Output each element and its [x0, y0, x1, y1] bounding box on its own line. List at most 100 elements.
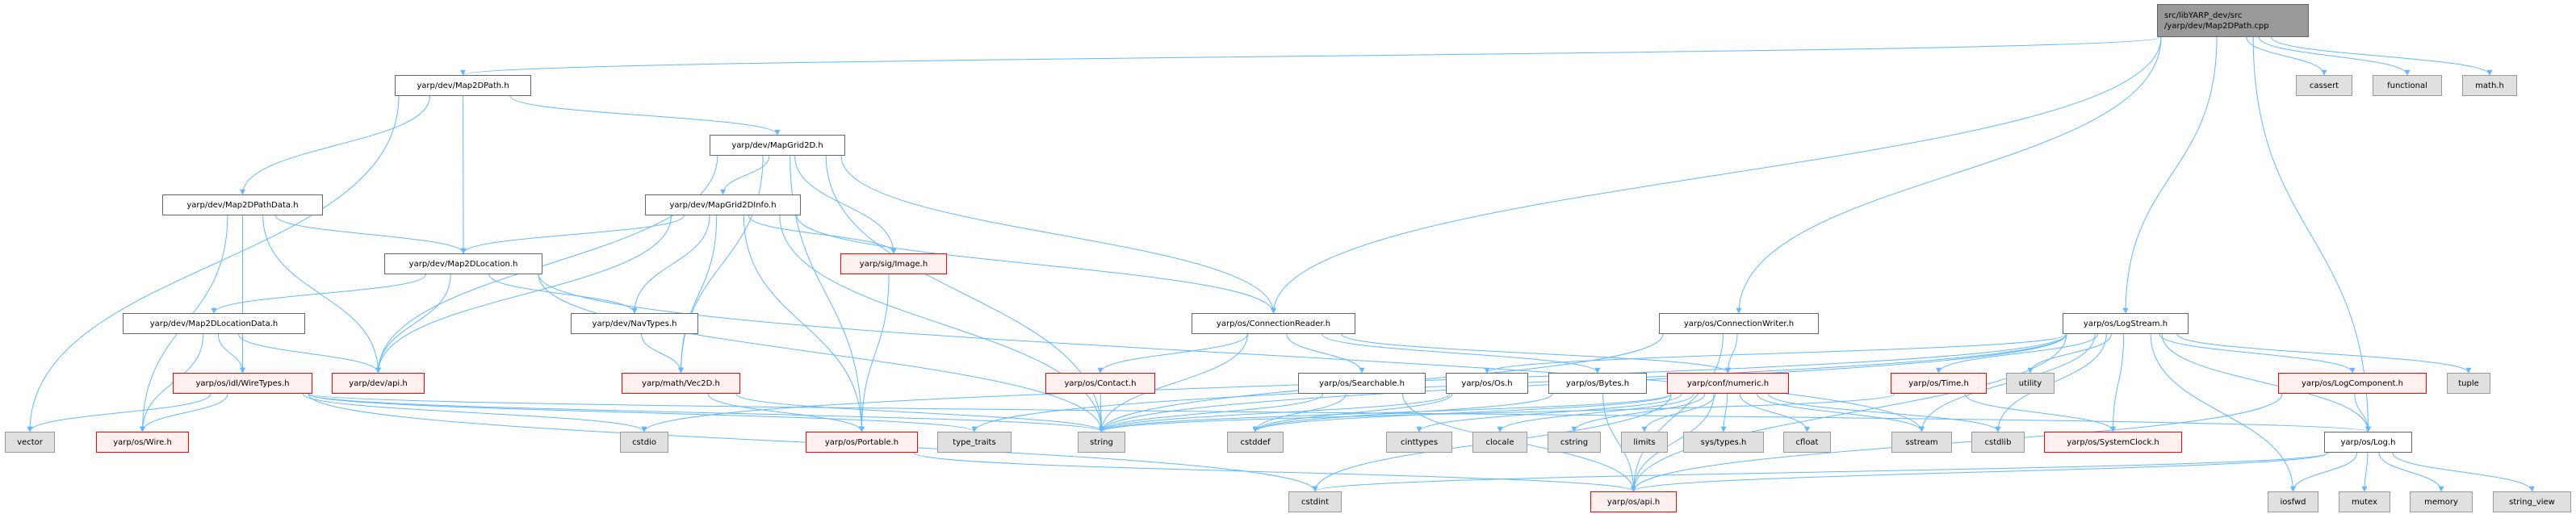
- edge-root-to-log-h: [2252, 36, 2371, 433]
- edge-root-to-connectionwriter-h: [1736, 36, 2162, 314]
- edge-connectionreader-h-to-string: [1099, 333, 1249, 433]
- node-cinttypes: cinttypes: [1386, 432, 1452, 453]
- edge-numeric-h-to-cstdlib: [1768, 393, 2001, 433]
- node-wire-h[interactable]: yarp/os/Wire.h: [96, 432, 189, 453]
- edge-root-to-functional: [2258, 36, 2411, 76]
- node-searchable-h[interactable]: yarp/os/Searchable.h: [1298, 373, 1426, 394]
- node-mapgrid2d-h[interactable]: yarp/dev/MapGrid2D.h: [710, 135, 845, 156]
- node-vec2d-h[interactable]: yarp/math/Vec2D.h: [622, 373, 740, 394]
- node-type-traits: type_traits: [937, 432, 1012, 453]
- edge-numeric-h-to-cfloat: [1739, 393, 1810, 433]
- edge-root-to-cassert: [2246, 36, 2327, 76]
- edge-logstream-h-to-log-h: [2161, 333, 2371, 433]
- node-log-h[interactable]: yarp/os/Log.h: [2324, 432, 2412, 453]
- edge-map2dpathdata-h-to-map2dlocation-h: [275, 215, 467, 254]
- node-portable-h[interactable]: yarp/os/Portable.h: [806, 432, 918, 453]
- node-mapgrid2dinfo-h[interactable]: yarp/dev/MapGrid2DInfo.h: [645, 194, 801, 215]
- edge-numeric-h-to-clocale: [1497, 393, 1694, 433]
- edge-logstream-h-to-systemclock-h: [2110, 333, 2125, 433]
- edge-numeric-h-to-cstddef: [1252, 393, 1672, 433]
- edge-connectionreader-h-to-numeric-h: [1341, 333, 1731, 374]
- edge-mapgrid2dinfo-h-to-connectionreader-h: [796, 215, 1276, 314]
- edge-log-h-to-iosfwd: [2290, 452, 2358, 492]
- node-logstream-h[interactable]: yarp/os/LogStream.h: [2063, 313, 2189, 334]
- edge-logcomponent-h-to-os-api-h: [1631, 393, 2283, 492]
- node-dev-api-h[interactable]: yarp/dev/api.h: [332, 373, 425, 394]
- edge-root-to-connectionreader-h: [1271, 36, 2162, 314]
- edge-time-h-to-string: [1099, 393, 1895, 433]
- node-vector: vector: [5, 432, 55, 453]
- edge-root-to-logstream-h: [2122, 36, 2218, 314]
- edge-map2dlocation-h-to-dev-api-h: [375, 274, 451, 374]
- edge-logstream-h-to-os-api-h: [1631, 333, 2067, 492]
- node-map2dlocation-h[interactable]: yarp/dev/Map2DLocation.h: [384, 253, 542, 274]
- edge-mapgrid2dinfo-h-to-vec2d-h: [678, 215, 718, 374]
- node-map2dpath-h[interactable]: yarp/dev/Map2DPath.h: [395, 75, 531, 96]
- edge-portable-h-to-os-api-h: [913, 452, 1636, 492]
- root-file-line2: /yarp/dev/Map2DPath.cpp: [2164, 21, 2269, 31]
- edge-logstream-h-to-tuple: [2176, 333, 2472, 374]
- node-bytes-h[interactable]: yarp/os/Bytes.h: [1548, 373, 1647, 394]
- node-sys-types-h: sys/types.h: [1683, 432, 1764, 453]
- edge-log-h-to-cstdint: [1312, 452, 2329, 492]
- edge-numeric-h-to-sys-types-h: [1720, 393, 1728, 433]
- edge-logstream-h-to-time-h: [1936, 333, 2098, 374]
- edge-mapgrid2dinfo-h-to-map2dlocation-h: [460, 215, 685, 254]
- edge-connectionreader-h-to-contact-h: [1097, 333, 1248, 374]
- edge-log-h-to-mutex: [2361, 452, 2369, 492]
- root-file-line1: src/libYARP_dev/src: [2164, 10, 2243, 20]
- node-cfloat: cfloat: [1783, 432, 1831, 453]
- edge-log-h-to-os-api-h: [1631, 452, 2329, 492]
- node-image-h[interactable]: yarp/sig/Image.h: [840, 253, 947, 274]
- edge-root-to-math-h: [2271, 36, 2493, 76]
- node-logcomponent-h[interactable]: yarp/os/LogComponent.h: [2278, 373, 2427, 394]
- edge-map2dpath-h-to-map2dpathdata-h: [240, 95, 431, 195]
- edge-logcomponent-h-to-log-h: [2354, 393, 2371, 433]
- edge-wiretypes-h-to-cstdio: [302, 393, 647, 433]
- edge-mapgrid2d-h-to-image-h: [794, 155, 897, 254]
- edge-logstream-h-to-logcomponent-h: [2159, 333, 2356, 374]
- node-systemclock-h[interactable]: yarp/os/SystemClock.h: [2044, 432, 2182, 453]
- edge-map2dlocationdata-h-to-wiretypes-h: [217, 333, 245, 374]
- edge-navtypes-h-to-vec2d-h: [641, 333, 684, 374]
- edge-logstream-h-to-iosfwd: [2150, 333, 2296, 492]
- edge-mapgrid2d-h-to-vec2d-h: [678, 155, 764, 374]
- edge-mapgrid2dinfo-h-to-image-h: [748, 215, 897, 254]
- node-contact-h[interactable]: yarp/os/Contact.h: [1045, 373, 1155, 394]
- node-cassert: cassert: [2296, 75, 2352, 96]
- node-navtypes-h[interactable]: yarp/dev/NavTypes.h: [571, 313, 698, 334]
- node-wiretypes-h[interactable]: yarp/os/idl/WireTypes.h: [173, 373, 312, 394]
- node-map2dlocationdata-h[interactable]: yarp/dev/Map2DLocationData.h: [123, 313, 305, 334]
- edge-numeric-h-to-cstring: [1571, 393, 1706, 433]
- edge-map2dpathdata-h-to-dev-api-h: [262, 215, 381, 374]
- node-time-h[interactable]: yarp/os/Time.h: [1891, 373, 1987, 394]
- edge-mapgrid2d-h-to-mapgrid2dinfo-h: [720, 155, 770, 195]
- edge-map2dlocation-h-to-string: [538, 274, 1104, 433]
- node-math-h: math.h: [2462, 75, 2517, 96]
- node-cstdio: cstdio: [620, 432, 668, 453]
- edge-connectionreader-h-to-searchable-h: [1286, 333, 1365, 374]
- node-map2dpathdata-h[interactable]: yarp/dev/Map2DPathData.h: [162, 194, 323, 215]
- edge-mapgrid2dinfo-h-to-navtypes-h: [631, 215, 710, 314]
- node-numeric-h[interactable]: yarp/conf/numeric.h: [1667, 373, 1789, 394]
- node-limits: limits: [1621, 432, 1668, 453]
- edge-map2dpath-h-to-mapgrid2d-h: [509, 95, 781, 136]
- edge-searchable-h-to-string: [1099, 393, 1324, 433]
- node-sstream: sstream: [1891, 432, 1952, 453]
- node-connectionreader-h[interactable]: yarp/os/ConnectionReader.h: [1192, 313, 1355, 334]
- edge-root-to-map2dpath-h: [460, 36, 2162, 76]
- edge-wiretypes-h-to-log-h: [308, 393, 2371, 433]
- edge-mapgrid2d-h-to-connectionreader-h: [840, 155, 1276, 314]
- node-cstring: cstring: [1548, 432, 1601, 453]
- node-os-h[interactable]: yarp/os/Os.h: [1446, 373, 1528, 394]
- node-connectionwriter-h[interactable]: yarp/os/ConnectionWriter.h: [1659, 313, 1819, 334]
- node-memory: memory: [2410, 491, 2473, 512]
- edge-mapgrid2dinfo-h-to-portable-h: [743, 215, 865, 433]
- edge-mapgrid2dinfo-h-to-dev-api-h: [375, 215, 672, 374]
- node-cstdint: cstdint: [1288, 491, 1342, 512]
- edge-connectionwriter-h-to-os-api-h: [1631, 333, 1724, 492]
- node-os-api-h[interactable]: yarp/os/api.h: [1590, 491, 1677, 512]
- edge-time-h-to-systemclock-h: [1964, 393, 2116, 433]
- node-tuple: tuple: [2447, 373, 2490, 394]
